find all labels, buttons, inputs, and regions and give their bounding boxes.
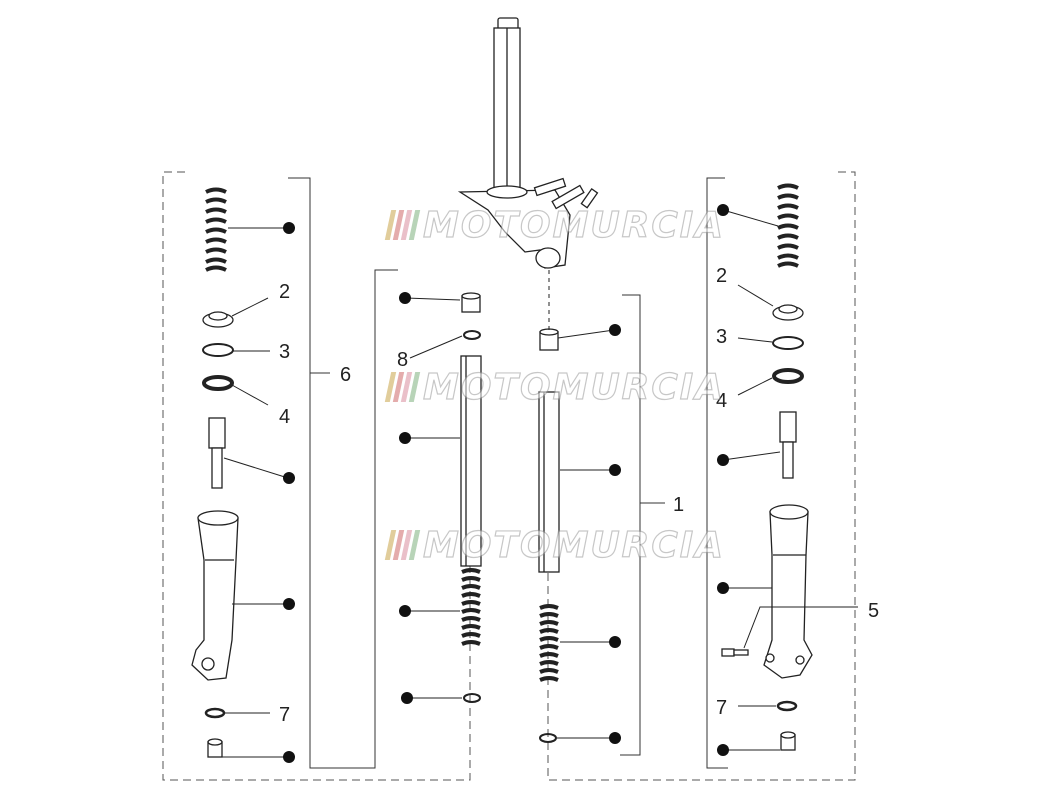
- center-left-clip: [463, 693, 481, 703]
- leader-lines: [222, 209, 858, 758]
- right-fork-slider: [763, 504, 813, 679]
- right-circlip: [776, 700, 798, 712]
- center-left-cap: [461, 292, 481, 313]
- left-spring: [205, 187, 227, 272]
- callout-left-6: 6: [340, 364, 351, 386]
- watermark-logo: MOTOMURCIA: [384, 524, 724, 566]
- watermark-text: MOTOMURCIA: [422, 524, 726, 566]
- left-circlip: [204, 707, 226, 719]
- center-right-cap: [539, 328, 559, 351]
- callout-center-1: 1: [673, 494, 684, 516]
- bullet-dots: [283, 204, 729, 763]
- callout-center-8: 8: [397, 349, 408, 371]
- callout-labels: 2 3 4 6 7 8 1 2 3 4 5 7: [279, 265, 879, 726]
- dashed-frames: [162, 171, 856, 781]
- callout-left-3: 3: [279, 341, 290, 363]
- right-bushing: [772, 368, 804, 384]
- left-bushing: [202, 375, 234, 391]
- watermark-logo: MOTOMURCIA: [384, 204, 724, 246]
- center-left-tube: [460, 355, 482, 567]
- watermark-bars-icon: [384, 210, 421, 240]
- watermark-text: MOTOMURCIA: [422, 204, 726, 246]
- group-brackets: [288, 177, 728, 769]
- watermark-text: MOTOMURCIA: [422, 366, 726, 408]
- right-spring: [777, 183, 799, 268]
- left-bottom-bolt: [207, 738, 223, 758]
- left-damper-rod: [208, 417, 226, 489]
- watermark-bars-icon: [384, 530, 421, 560]
- left-fork-slider: [191, 510, 239, 681]
- right-seal-ring: [772, 304, 804, 321]
- left-seal-ring: [202, 311, 234, 328]
- callout-right-7: 7: [716, 697, 727, 719]
- center-right-tube: [538, 391, 560, 573]
- center-right-spring: [539, 604, 559, 682]
- callout-right-3: 3: [716, 326, 727, 348]
- callout-right-5: 5: [868, 600, 879, 622]
- center-left-ring: [463, 330, 481, 340]
- callout-right-4: 4: [716, 390, 727, 412]
- steering-stem: [457, 17, 599, 269]
- watermark-logo: MOTOMURCIA: [384, 366, 724, 408]
- right-damper-rod: [779, 411, 797, 479]
- right-side-screw: [721, 648, 749, 657]
- callout-left-7: 7: [279, 704, 290, 726]
- left-o-ring: [202, 343, 234, 357]
- right-o-ring: [772, 336, 804, 350]
- callout-left-2: 2: [279, 281, 290, 303]
- callout-right-2: 2: [716, 265, 727, 287]
- callout-left-4: 4: [279, 406, 290, 428]
- center-left-spring: [461, 568, 481, 646]
- watermark-bars-icon: [384, 372, 421, 402]
- center-right-clip: [539, 733, 557, 743]
- right-bottom-bolt: [780, 731, 796, 751]
